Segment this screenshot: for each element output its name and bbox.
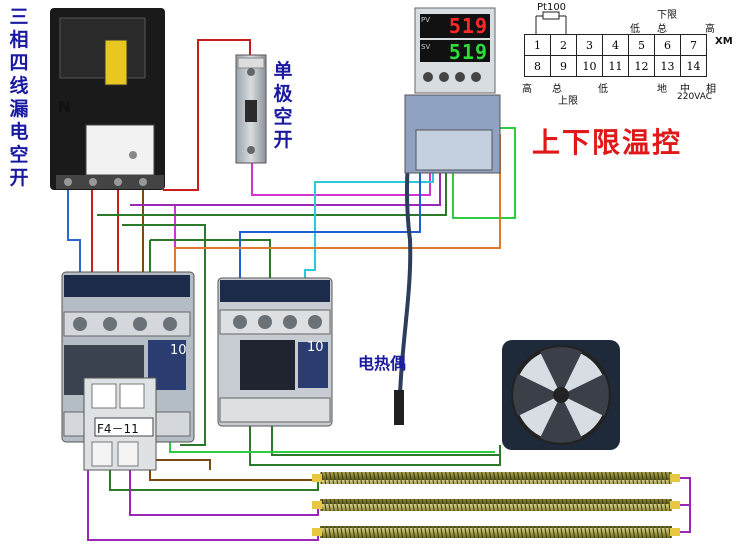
pv-display: 519 (448, 14, 488, 38)
terminal-cell: 9 (550, 55, 577, 77)
terminal-cell: 7 (680, 34, 707, 56)
wire-green-b (122, 224, 206, 446)
wire-heater-2 (129, 470, 319, 516)
wire-heater-green (249, 425, 501, 466)
terminal-cell: 4 (602, 34, 629, 56)
breaker-label-char: 空 (9, 144, 29, 166)
wire-blue-c2 (239, 172, 421, 290)
breaker-label-char: 线 (9, 75, 29, 97)
heater-2 (312, 499, 680, 511)
terminal-cell: 10 (576, 55, 603, 77)
single-pole-breaker (235, 54, 267, 164)
terminal-bottom-high: 高 (522, 84, 532, 95)
single-pole-label-char: 空 (273, 106, 293, 128)
diagram-title: 上下限温控 (532, 126, 683, 159)
terminal-bottom-phase: 相 (706, 84, 716, 95)
terminal-top-low: 低 (630, 24, 640, 35)
terminal-cell: 6 (654, 34, 681, 56)
terminal-cell: 13 (654, 55, 681, 77)
pt100-label: Pt100 (537, 2, 567, 13)
terminal-bottom-ground: 地 (657, 84, 667, 95)
temperature-controller (404, 7, 501, 174)
sv-label: SV (421, 43, 431, 51)
sv-display: 519 (448, 40, 488, 64)
wire-red-top (163, 39, 251, 191)
wire-heater-1 (109, 470, 319, 491)
breaker-label-char: 开 (9, 167, 29, 189)
terminal-top-lower-limit: 下限 (657, 10, 677, 21)
breaker-label-char: 四 (9, 52, 29, 74)
single-pole-label-char: 开 (273, 129, 293, 151)
contactor-2 (217, 277, 333, 427)
wire-heater-cyan (169, 425, 495, 453)
voltage-label: 220VAC (677, 92, 713, 102)
terminal-top-high: 高 (705, 24, 715, 35)
terminal-cell: 2 (550, 34, 577, 56)
terminal-bottom-low: 低 (598, 84, 608, 95)
wire-cyan (304, 172, 434, 290)
contactor-1-number: 10 (170, 343, 187, 358)
breaker-label-char: 漏 (9, 98, 29, 120)
wire-magenta-ctrl (251, 160, 431, 196)
contactor-2-number: 10 (307, 340, 324, 355)
xm-label: XM (715, 36, 733, 47)
pv-label: PV (421, 16, 431, 24)
thermocouple-probe (394, 390, 404, 425)
terminal-cell: 8 (524, 55, 551, 77)
terminal-bottom-upper-limit: 上限 (558, 96, 578, 107)
single-pole-label-char: 极 (273, 83, 293, 105)
terminal-cell: 3 (576, 34, 603, 56)
terminal-cell: 14 (680, 55, 707, 77)
terminal-table: 1 2 3 4 5 6 7 8 9 10 11 12 13 14 (524, 34, 707, 77)
terminal-cell: 12 (628, 55, 655, 77)
terminal-row-2: 8 9 10 11 12 13 14 (524, 55, 707, 77)
wire-purple-ctrl (130, 172, 441, 206)
heater-3 (312, 526, 680, 538)
terminal-row-1: 1 2 3 4 5 6 7 (524, 34, 707, 56)
fan (502, 340, 620, 450)
heater-1 (312, 472, 680, 484)
wire-green-a (97, 172, 447, 216)
wire-green-c (150, 239, 271, 290)
terminal-cell: 5 (628, 34, 655, 56)
thermal-relay (83, 377, 157, 471)
single-pole-label-char: 单 (273, 60, 293, 82)
terminal-cell: 11 (602, 55, 629, 77)
terminal-bottom-common: 总 (552, 84, 562, 95)
terminal-top-common: 总 (657, 24, 667, 35)
breaker-label-char: 电 (9, 121, 29, 143)
breaker-label-char: 三 (9, 6, 29, 28)
relay-label: F4－11 (97, 422, 139, 436)
terminal-bottom-neutral: 中 (680, 84, 690, 95)
wire-breaker-out-1 (67, 190, 81, 275)
thermocouple-label: 电热偶 (358, 354, 407, 373)
breaker-label-char: 相 (9, 29, 29, 51)
three-phase-breaker (50, 8, 165, 190)
neutral-label: N (58, 98, 71, 116)
terminal-cell: 1 (524, 34, 551, 56)
pt100-symbol (535, 11, 567, 34)
wire-heater-dkgreen (271, 425, 500, 456)
wire-heater-ret-brown (149, 470, 318, 481)
